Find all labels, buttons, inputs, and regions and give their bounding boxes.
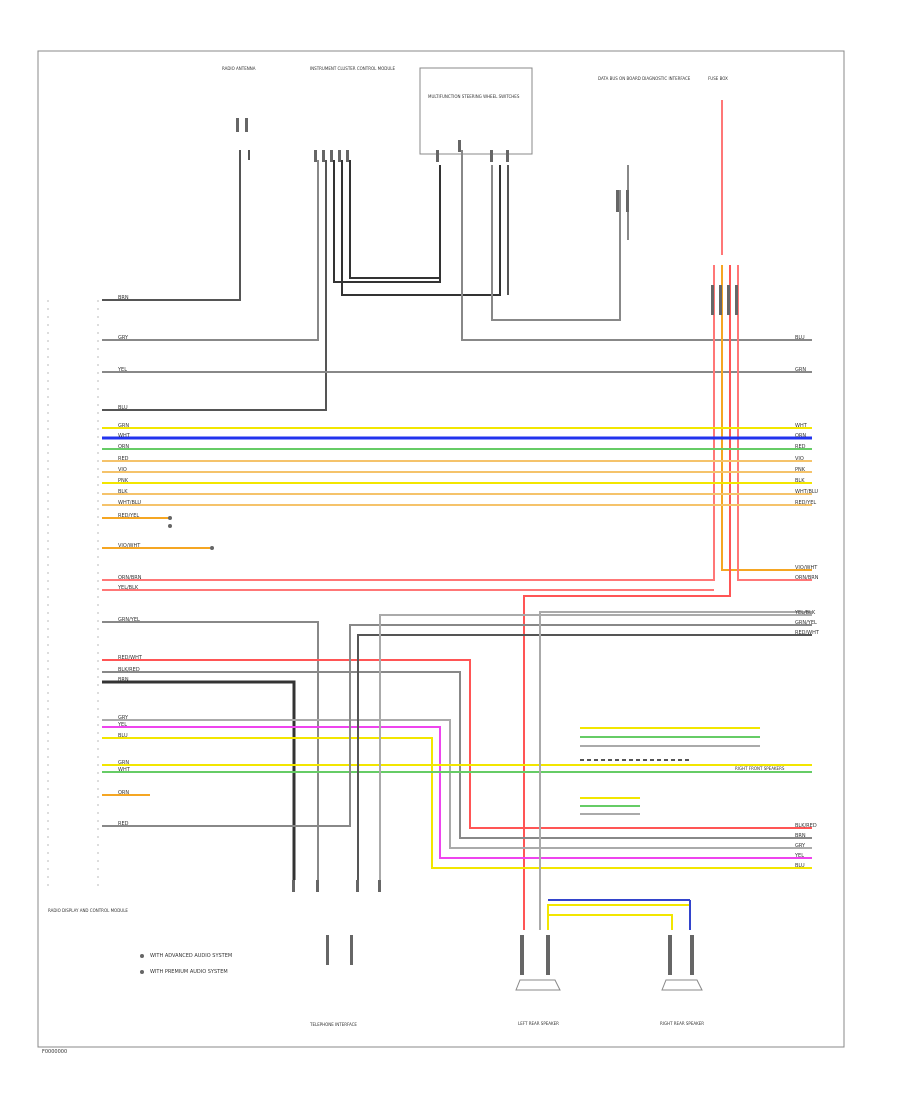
wire-label-left: GRN xyxy=(118,423,129,429)
wire-label-left: ORN/BRN xyxy=(118,575,142,581)
wire-label-left: BRN xyxy=(118,295,129,301)
wire-label-left: RED/YEL xyxy=(118,513,139,519)
wire-label-left: YEL xyxy=(117,722,127,728)
wire-label-right: GRN/YEL xyxy=(795,620,817,626)
wire-label-left: RED xyxy=(118,821,129,827)
wire-label-right: VIO/WHT xyxy=(795,565,818,571)
wire-label-left: GRN xyxy=(118,760,129,766)
connector-marks xyxy=(140,118,738,975)
wire-label-right: RED xyxy=(795,444,806,450)
wire-label-right: ORN xyxy=(795,433,806,439)
radio-connector-pins xyxy=(47,300,99,890)
fuse-harness xyxy=(102,100,812,930)
label-rear-speaker-right: RIGHT REAR SPEAKER xyxy=(660,1021,704,1026)
wire-label-right: WHT/BLU xyxy=(795,489,818,495)
wire-label-right: GRN xyxy=(795,367,806,373)
label-steering-switches: MULTIFUNCTION STEERING WHEEL SWITCHES xyxy=(428,94,520,99)
wire-label-left: RED/WHT xyxy=(118,655,143,661)
wire-label-left: WHT xyxy=(118,767,131,773)
label-rear-speaker-left: LEFT REAR SPEAKER xyxy=(518,1021,559,1026)
wire-label-left: BLK xyxy=(118,489,128,495)
wire-label-right: BLU xyxy=(795,335,805,341)
wire-label-left: GRY xyxy=(118,715,129,721)
wire-label-left: BLU xyxy=(118,405,128,411)
wire-label-left: BRN xyxy=(118,677,129,683)
wire-label-left: VIO/WHT xyxy=(118,543,141,549)
wire-label-right: WHT xyxy=(795,423,808,429)
wire-label-right: GRY xyxy=(795,843,806,849)
wire-label-left: WHT xyxy=(118,433,131,439)
wire-label-right: BRN xyxy=(795,833,806,839)
wire-label-right: BLU xyxy=(795,863,805,869)
speaker-modules xyxy=(515,979,703,991)
wire-label-left: YEL xyxy=(117,367,127,373)
wire-label-left: GRY xyxy=(118,335,129,341)
wire-label-left: BLU xyxy=(118,733,128,739)
diagram-labels: BRNGRYYELBLUGRNWHTORNREDVIOPNKBLKWHT/BLU… xyxy=(117,295,820,869)
legend-item-1: WITH ADVANCED AUDIO SYSTEM xyxy=(150,953,232,959)
legend-item-2: WITH PREMIUM AUDIO SYSTEM xyxy=(150,969,228,975)
wire-label-left: ORN xyxy=(118,790,129,796)
data-bus-box xyxy=(419,67,533,155)
wire-label-right: BLK xyxy=(795,478,805,484)
wire-label-left: GRN/YEL xyxy=(118,617,140,623)
wire-label-right: RED/WHT xyxy=(795,630,820,636)
lower-harness xyxy=(102,611,812,930)
frame-id: F0000000 xyxy=(42,1049,67,1055)
label-telephone-interface: TELEPHONE INTERFACE xyxy=(309,1022,357,1027)
wire-label-right: YEL xyxy=(794,853,804,859)
wire-label-right: YEL/BLK xyxy=(794,610,816,616)
label-radio-antenna: RADIO ANTENNA xyxy=(222,66,256,71)
wire-label-left: ORN xyxy=(118,444,129,450)
label-data-bus: DATA BUS ON BOARD DIAGNOSTIC INTERFACE xyxy=(598,76,691,81)
label-instrument-cluster: INSTRUMENT CLUSTER CONTROL MODULE xyxy=(310,66,395,71)
label-radio-unit: RADIO DISPLAY AND CONTROL MODULE xyxy=(48,908,128,913)
wire-label-left: WHT/BLU xyxy=(118,500,141,506)
top-feed-wires xyxy=(102,150,812,411)
wire-label-left: RED xyxy=(118,456,129,462)
label-fuse-box: FUSE BOX xyxy=(708,76,728,81)
diagram-frame xyxy=(37,50,845,1048)
wire-label-right: ORN/BRN xyxy=(795,575,819,581)
wire-label-right: BLK/RED xyxy=(795,823,817,829)
color-bus xyxy=(102,427,812,591)
wire-label-left: VIO xyxy=(118,467,127,473)
wire-label-right: PNK xyxy=(795,467,806,473)
wire-label-left: BLK/RED xyxy=(118,667,140,673)
wire-label-left: YEL/BLK xyxy=(117,585,139,591)
wire-label-right: RED/YEL xyxy=(795,500,816,506)
wire-label-right: VIO xyxy=(795,456,804,462)
wire-label-left: PNK xyxy=(118,478,129,484)
label-right-front-speakers: RIGHT FRONT SPEAKERS xyxy=(735,766,785,771)
